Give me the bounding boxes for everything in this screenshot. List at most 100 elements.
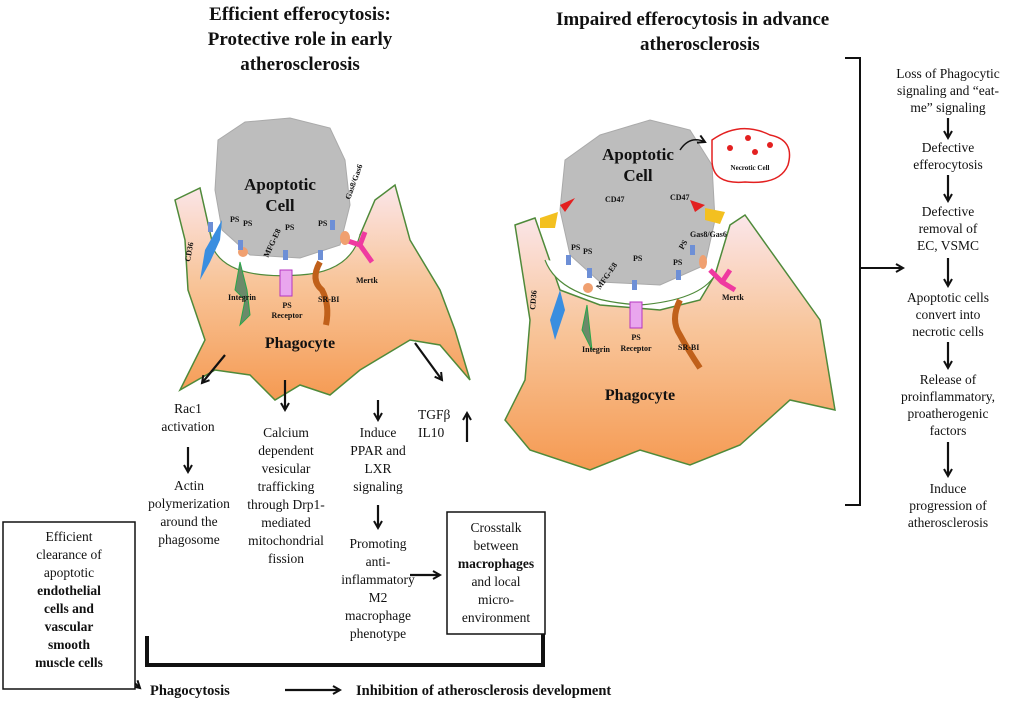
srbi-label: SR-BI <box>318 295 339 304</box>
ps-receptor-label: PS <box>282 301 292 310</box>
rac1-text: Rac1 activation <box>161 401 214 434</box>
text-line: environment <box>462 610 530 625</box>
text-line: EC, VSMC <box>917 238 979 253</box>
text-line: efferocytosis <box>913 157 982 172</box>
necrosis-arrow-icon <box>679 140 705 151</box>
text-line: Rac1 <box>174 401 202 416</box>
text-line: macrophages <box>458 556 534 571</box>
text-line: between <box>474 538 519 553</box>
text-line: signaling and “eat- <box>897 83 999 98</box>
cd36-icon <box>540 212 558 228</box>
ps-receptor-icon <box>279 269 293 297</box>
ps-receptor-label: Receptor <box>620 344 652 353</box>
phagocyte-label: Phagocyte <box>265 335 335 352</box>
text-line: vascular <box>45 619 94 634</box>
text-line: Defective <box>922 140 974 155</box>
ps-label: PS <box>230 215 240 224</box>
necrotic-cell-label: Necrotic Cell <box>731 164 770 172</box>
left-title-line: atherosclerosis <box>240 54 360 75</box>
left-title: Efficient efferocytosis: Protective role… <box>208 4 393 75</box>
ps-label: PS <box>583 247 593 256</box>
text-line: polymerization <box>148 496 230 511</box>
ppar-text: Induce PPAR and LXR signaling <box>350 425 406 494</box>
cd36-receptor-icon <box>200 220 222 280</box>
actin-text: Actin polymerization around the phagosom… <box>148 478 230 547</box>
text-line: trafficking <box>258 479 315 494</box>
m2-text: Promoting anti- inflammatory M2 macropha… <box>341 536 415 641</box>
text-line: through Drp1- <box>247 497 325 512</box>
phagocyte-label: Phagocyte <box>605 387 675 404</box>
cd47-label: CD47 <box>605 195 625 204</box>
text-line: Release of <box>920 372 977 387</box>
inhibition-label: Inhibition of atherosclerosis developmen… <box>356 683 611 699</box>
text-line: M2 <box>369 590 388 605</box>
mertk-label: Mertk <box>722 293 744 302</box>
ps-label: PS <box>673 258 683 267</box>
cytokines-text: TGFβ IL10 <box>418 407 451 440</box>
text-line: LXR <box>365 461 392 476</box>
text-line: Calcium <box>263 425 309 440</box>
ps-receptor-label: Receptor <box>271 311 303 320</box>
integrin-label: Integrin <box>228 293 257 302</box>
text-line: smooth <box>48 637 90 652</box>
phagocytosis-label: Phagocytosis <box>150 683 230 699</box>
text-line: Promoting <box>349 536 406 551</box>
mertk-label: Mertk <box>356 276 378 285</box>
text-line: around the <box>160 514 217 529</box>
ps-label: PS <box>285 223 295 232</box>
text-line: Induce <box>360 425 397 440</box>
text-line: Apoptotic cells <box>907 290 989 305</box>
text-line: me” signaling <box>910 100 986 115</box>
left-phagocyte: Apoptotic Cell PS PS PS PS MFG-E8 CD36 G… <box>174 117 471 401</box>
integrin-label: Integrin <box>582 345 611 354</box>
right-bracket <box>845 57 861 506</box>
apoptotic-cell-label: Apoptotic <box>244 175 316 194</box>
necrotic-cell-icon <box>711 127 791 184</box>
text-line: phagosome <box>158 532 220 547</box>
text-line: IL10 <box>418 425 444 440</box>
text-line: proatherogenic <box>908 406 989 421</box>
text-line: Loss of Phagocytic <box>896 66 1000 81</box>
text-line: anti- <box>366 554 391 569</box>
text-line: PPAR and <box>350 443 406 458</box>
text-line: clearance of <box>36 547 102 562</box>
text-line: fission <box>268 551 304 566</box>
apoptotic-cell-label: Apoptotic <box>602 145 674 164</box>
ps-label: PS <box>571 243 581 252</box>
calcium-text: Calcium dependent vesicular trafficking … <box>247 425 325 566</box>
text-line: mitochondrial <box>248 533 324 548</box>
text-line: and local <box>471 574 520 589</box>
left-title-line: Protective role in early <box>208 29 393 50</box>
crosstalk-box: Crosstalk between macrophages and local … <box>446 511 546 635</box>
text-line: Impaired efferocytosis in advance <box>556 9 829 30</box>
integrin-icon <box>234 261 251 327</box>
text-line: Crosstalk <box>470 520 521 535</box>
clearance-box: Efficient clearance of apoptotic endothe… <box>2 521 136 690</box>
right-title: Impaired efferocytosis in advance athero… <box>556 9 829 55</box>
text-line: inflammatory <box>341 572 415 587</box>
text-line: vesicular <box>262 461 311 476</box>
text-line: macrophage <box>345 608 411 623</box>
ps-label: PS <box>243 219 253 228</box>
text-line: endothelial <box>37 583 101 598</box>
text-line: necrotic cells <box>912 324 984 339</box>
text-line: signaling <box>353 479 403 494</box>
text-line: apoptotic <box>44 565 94 580</box>
text-line: Defective <box>922 204 974 219</box>
cd47-label: CD47 <box>670 193 690 202</box>
text-line: Actin <box>174 478 204 493</box>
text-line: convert into <box>916 307 981 322</box>
text-line: proinflammatory, <box>901 389 995 404</box>
cd36-label: CD36 <box>528 290 539 310</box>
mertk-icon <box>344 231 375 264</box>
text-line: cells and <box>44 601 94 616</box>
flow-arrows <box>119 342 467 690</box>
impaired-cascade: Loss of Phagocytic signaling and “eat- m… <box>896 66 1000 530</box>
text-line: muscle cells <box>35 655 103 670</box>
text-line: TGFβ <box>418 407 451 422</box>
right-phagocyte: Apoptotic Cell Necrotic Cell CD47 CD47 P… <box>504 119 836 471</box>
apoptotic-cell-label: Cell <box>623 166 653 185</box>
text-line: removal of <box>919 221 978 236</box>
ps-label: PS <box>318 219 328 228</box>
